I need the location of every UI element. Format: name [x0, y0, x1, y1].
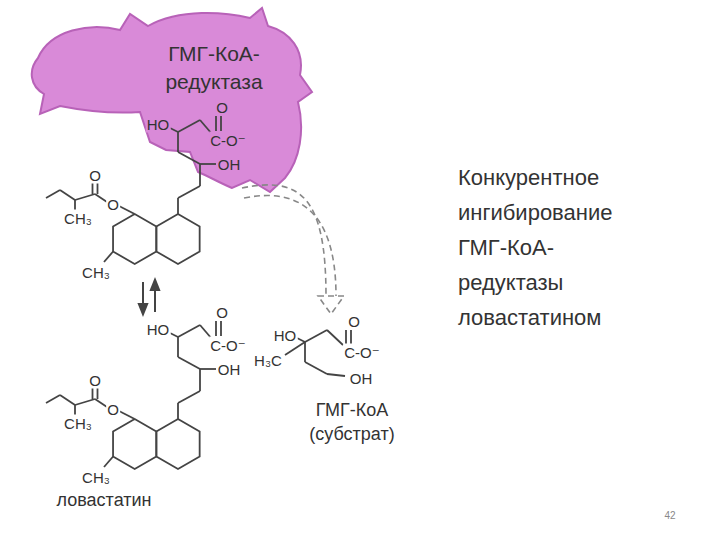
compound-name: ловастатин — [56, 490, 153, 510]
bond — [75, 194, 95, 200]
bond — [199, 369, 201, 391]
compound-name: ГМГ-КоА (субстрат) — [296, 397, 408, 447]
enzyme-label-box: ГМГ-КоА- редуктаза — [140, 40, 288, 96]
bond — [304, 342, 306, 362]
ring — [113, 419, 156, 469]
atom-label: CH₃ — [63, 415, 93, 432]
equilibrium-arrow — [154, 284, 156, 312]
bond — [104, 252, 113, 263]
atom-label: C-O⁻ — [209, 132, 246, 149]
atom-label: CH₃ — [81, 469, 111, 486]
bond — [305, 330, 327, 342]
enzyme-blob — [32, 8, 312, 192]
atom-label: HO — [146, 116, 171, 133]
atom-label: OH — [217, 156, 242, 173]
bond — [74, 405, 76, 415]
bond — [177, 403, 179, 419]
bond — [327, 330, 343, 345]
bond — [200, 163, 216, 165]
bond — [178, 357, 200, 369]
bond — [92, 387, 94, 399]
bond — [178, 186, 200, 198]
bond — [285, 342, 305, 355]
bond — [215, 116, 217, 131]
bond — [297, 338, 305, 342]
bond — [178, 391, 200, 403]
bond — [74, 200, 76, 210]
bond — [177, 198, 179, 214]
bond — [60, 190, 75, 200]
ring — [156, 214, 199, 264]
atom-label: C-O⁻ — [343, 344, 380, 361]
atom-label: CH₃ — [81, 264, 111, 281]
bond — [170, 128, 178, 132]
bond — [60, 395, 75, 405]
slide-title: Конкурентное ингибирование ГМГ-КоА- реду… — [458, 160, 643, 335]
ring — [156, 419, 199, 469]
dashed-arrow — [242, 185, 344, 314]
atom-label: O — [215, 304, 229, 321]
atom-label: C-O⁻ — [209, 337, 246, 354]
bond — [200, 368, 216, 370]
atom-label: O — [347, 313, 361, 330]
atom-label: O — [88, 167, 102, 184]
ring — [113, 214, 156, 264]
atom-label: OH — [217, 361, 242, 378]
bond — [215, 321, 217, 336]
bond — [327, 374, 345, 376]
atom-label: O — [88, 372, 102, 389]
bond — [119, 206, 135, 214]
bond — [220, 321, 222, 336]
page-number: 42 — [663, 510, 676, 522]
atom-label: HO — [273, 327, 298, 344]
bond — [220, 116, 222, 131]
equilibrium-arrow — [142, 282, 144, 310]
bond — [305, 362, 327, 374]
atom-label: O — [106, 401, 120, 418]
atom-label: O — [215, 99, 229, 116]
bond — [178, 152, 200, 164]
bond — [177, 337, 179, 357]
atom-label: CH₃ — [63, 210, 93, 227]
bond — [97, 182, 99, 194]
bond — [177, 132, 179, 152]
atom-label: H₃C — [253, 352, 283, 369]
atom-label: O — [106, 196, 120, 213]
statin-skeleton — [46, 116, 221, 264]
bond — [170, 333, 178, 337]
statin-skeleton — [46, 321, 221, 469]
bond — [178, 120, 200, 132]
bond — [104, 457, 113, 468]
atom-label: HO — [146, 321, 171, 338]
atom-label: OH — [349, 370, 374, 387]
enzyme-name: ГМГ-КоА- редуктаза — [140, 40, 288, 96]
bond — [119, 411, 135, 419]
bond — [199, 164, 201, 186]
bond — [46, 190, 60, 198]
bond — [97, 387, 99, 399]
bond — [46, 395, 60, 403]
bond — [92, 182, 94, 194]
bond — [75, 399, 95, 405]
bond — [178, 325, 200, 337]
